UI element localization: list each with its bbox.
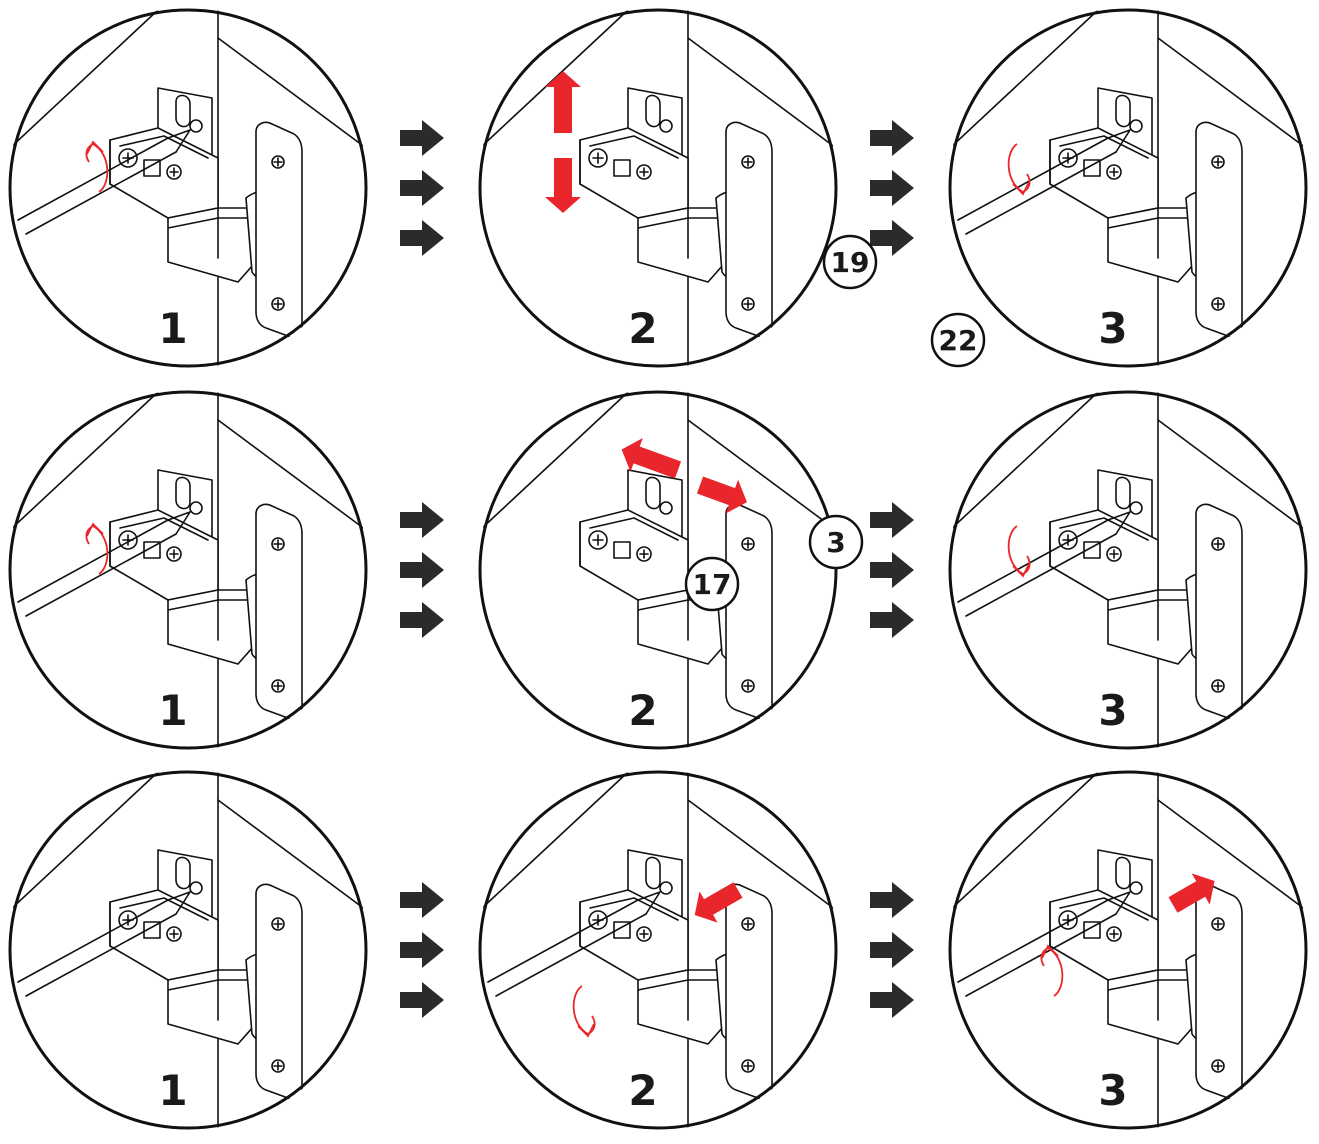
step-panel-3-1: 1	[10, 772, 366, 1128]
move-up-arrow	[545, 71, 581, 133]
rotate-ccw-arrow	[86, 142, 107, 192]
hinge-illustration	[1050, 88, 1242, 338]
flow-arrow	[400, 882, 444, 918]
flow-arrow	[870, 982, 914, 1018]
hinge-illustration	[580, 88, 772, 338]
flow-arrow	[400, 170, 444, 206]
step-panel-1-1: 1	[10, 10, 366, 366]
flow-arrow	[870, 552, 914, 588]
step-panel-3-2: 2	[480, 772, 836, 1128]
svg-text:22: 22	[939, 324, 978, 357]
hinge-illustration	[110, 88, 302, 338]
hinge-illustration	[1050, 470, 1242, 720]
hinge-illustration	[580, 470, 772, 720]
step-panel-1-2: 2	[480, 10, 836, 366]
step-panel-2-3: 3	[950, 392, 1306, 748]
rotate-ccw-arrow	[1041, 946, 1062, 996]
flow-arrow	[870, 120, 914, 156]
flow-arrow	[400, 502, 444, 538]
step-panel-2-1: 1	[10, 392, 366, 748]
flow-arrow	[870, 932, 914, 968]
step-number: 3	[1098, 686, 1127, 735]
step-number: 3	[1098, 304, 1127, 353]
flow-arrow	[870, 882, 914, 918]
rotate-cw-arrow	[574, 986, 595, 1036]
flow-arrow	[870, 602, 914, 638]
hinge-illustration	[110, 470, 302, 720]
flow-arrow	[400, 982, 444, 1018]
move-down-arrow	[545, 158, 581, 213]
hinge-illustration	[110, 850, 302, 1100]
callout-number: 22	[932, 314, 984, 366]
flow-arrow	[400, 932, 444, 968]
step-number: 1	[158, 304, 187, 353]
step-number: 1	[158, 1066, 187, 1115]
svg-text:3: 3	[826, 526, 845, 559]
flow-arrow	[870, 502, 914, 538]
step-panel-2-2: 2	[480, 392, 836, 748]
callout-number: 19	[824, 236, 876, 288]
step-number: 2	[628, 1066, 657, 1115]
flow-arrow	[400, 120, 444, 156]
step-number: 3	[1098, 1066, 1127, 1115]
hinge-illustration	[580, 850, 772, 1100]
flow-arrow	[400, 602, 444, 638]
flow-arrow	[400, 220, 444, 256]
step-number: 2	[628, 686, 657, 735]
flow-arrow	[400, 552, 444, 588]
svg-text:19: 19	[831, 246, 870, 279]
step-number: 1	[158, 686, 187, 735]
callout-number: 3	[810, 516, 862, 568]
flow-arrow	[870, 170, 914, 206]
step-number: 2	[628, 304, 657, 353]
callout-number: 17	[686, 558, 738, 610]
step-panel-3-3: 3	[950, 772, 1306, 1128]
rotate-ccw-arrow	[86, 524, 107, 574]
svg-text:17: 17	[693, 568, 732, 601]
step-panel-1-3: 3	[950, 10, 1306, 366]
flow-arrow	[870, 220, 914, 256]
